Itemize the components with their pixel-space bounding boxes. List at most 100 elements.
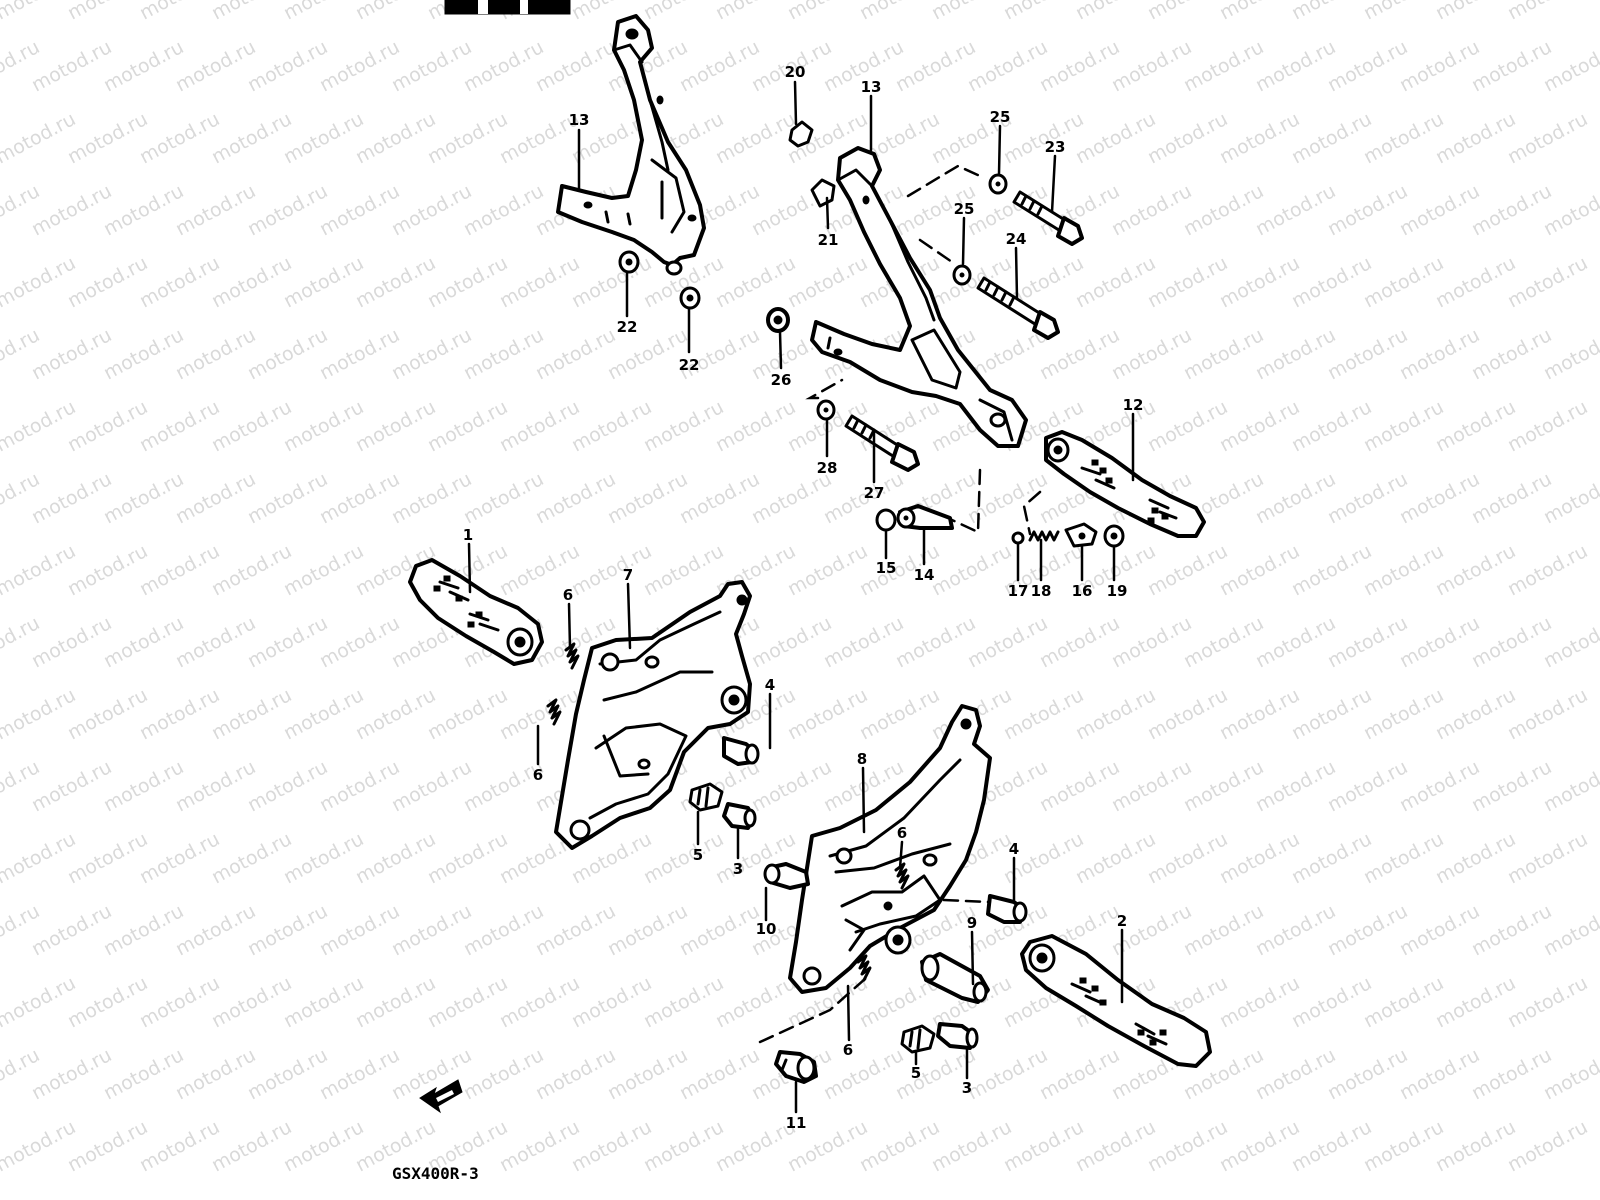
watermark-text: motod.ru	[1468, 1044, 1555, 1104]
watermark-text: motod.ru	[1432, 108, 1519, 168]
watermark-text: motod.ru	[424, 108, 511, 168]
callout-6-c: 6	[897, 824, 907, 842]
watermark-text: motod.ru	[100, 468, 187, 528]
watermark-text: motod.ru	[1216, 252, 1303, 312]
watermark-text: motod.ru	[1432, 828, 1519, 888]
watermark-text: motod.ru	[892, 612, 979, 672]
watermark-text: motod.ru	[136, 108, 223, 168]
watermark-text: motod.ru	[1108, 324, 1195, 384]
watermark-text: motod.ru	[1432, 540, 1519, 600]
watermark-text: motod.ru	[208, 1116, 295, 1176]
watermark-text: motod.ru	[1504, 972, 1591, 1032]
watermark-text: motod.ru	[1252, 36, 1339, 96]
watermark-text: motod.ru	[1360, 972, 1447, 1032]
bolt-4b	[986, 894, 1028, 924]
washer-22a	[618, 250, 640, 274]
callout-2: 2	[1117, 912, 1127, 930]
model-code: GSX400R-3	[392, 1164, 479, 1183]
watermark-text: motod.ru	[424, 252, 511, 312]
watermark-text: motod.ru	[28, 612, 115, 672]
watermark-text: motod.ru	[1216, 972, 1303, 1032]
watermark-text: motod.ru	[748, 468, 835, 528]
watermark-text: motod.ru	[1252, 900, 1339, 960]
nut-26	[766, 307, 790, 333]
watermark-text: motod.ru	[1072, 828, 1159, 888]
callout-20: 20	[785, 63, 806, 81]
watermark-text: motod.ru	[460, 1044, 547, 1104]
front-footrest-2	[1020, 934, 1212, 1068]
watermark-text: motod.ru	[100, 756, 187, 816]
watermark-text: motod.ru	[208, 828, 295, 888]
watermark-text: motod.ru	[1180, 900, 1267, 960]
watermark-text: motod.ru	[1144, 540, 1231, 600]
watermark-text: motod.ru	[712, 972, 799, 1032]
watermark-text: motod.ru	[1468, 36, 1555, 96]
watermark-text: motod.ru	[1360, 1116, 1447, 1176]
watermark-text: motod.ru	[280, 972, 367, 1032]
watermark-text: motod.ru	[208, 684, 295, 744]
watermark-text: motod.ru	[712, 396, 799, 456]
watermark-text: motod.ru	[460, 324, 547, 384]
watermark-text: motod.ru	[352, 108, 439, 168]
watermark-text: motod.ru	[28, 1044, 115, 1104]
callout-6-b: 6	[533, 766, 543, 784]
watermark-text: motod.ru	[172, 180, 259, 240]
watermark-text: motod.ru	[0, 252, 79, 312]
callout-11: 11	[786, 1114, 807, 1132]
watermark-text: motod.ru	[1396, 900, 1483, 960]
watermark-text: motod.ru	[1180, 756, 1267, 816]
watermark-text: motod.ru	[244, 756, 331, 816]
watermark-text: motod.ru	[640, 396, 727, 456]
watermark-text: motod.ru	[244, 468, 331, 528]
watermark-text: motod.ru	[28, 900, 115, 960]
callout-25-b: 25	[954, 200, 975, 218]
watermark-text: motod.ru	[1360, 684, 1447, 744]
watermark-text: motod.ru	[820, 612, 907, 672]
spring-6a	[564, 642, 580, 670]
watermark-text: motod.ru	[280, 540, 367, 600]
watermark-text: motod.ru	[244, 612, 331, 672]
washer-19	[1103, 524, 1125, 548]
watermark-text: motod.ru	[1504, 828, 1591, 888]
watermark-text: motod.ru	[1036, 756, 1123, 816]
watermark-text: motod.ru	[1468, 468, 1555, 528]
watermark-text: motod.ru	[1216, 1116, 1303, 1176]
watermark-text: motod.ru	[1360, 108, 1447, 168]
watermark-text: motod.ru	[280, 252, 367, 312]
callout-3-b: 3	[962, 1079, 972, 1097]
bolt-4a	[722, 736, 760, 766]
watermark-text: motod.ru	[1216, 684, 1303, 744]
watermark-text: motod.ru	[1144, 684, 1231, 744]
watermark-text: motod.ru	[316, 468, 403, 528]
callout-24: 24	[1006, 230, 1027, 248]
watermark-text: motod.ru	[1504, 684, 1591, 744]
watermark-text: motod.ru	[1216, 828, 1303, 888]
watermark-text: motod.ru	[1216, 108, 1303, 168]
watermark-text: motod.ru	[388, 180, 475, 240]
callout-1: 1	[463, 526, 473, 544]
watermark-text: motod.ru	[1216, 396, 1303, 456]
watermark-text: motod.ru	[1324, 36, 1411, 96]
callout-25-a: 25	[990, 108, 1011, 126]
watermark-text: motod.ru	[1072, 108, 1159, 168]
watermark-text: motod.ru	[28, 180, 115, 240]
watermark-text: motod.ru	[1252, 756, 1339, 816]
watermark-text: motod.ru	[28, 756, 115, 816]
watermark-text: motod.ru	[64, 396, 151, 456]
watermark-text: motod.ru	[136, 1116, 223, 1176]
watermark-text: motod.ru	[424, 684, 511, 744]
watermark-text: motod.ru	[388, 900, 475, 960]
nut-5b	[900, 1024, 936, 1054]
watermark-text: motod.ru	[676, 756, 763, 816]
watermark-text: motod.ru	[0, 1116, 79, 1176]
watermark-text: motod.ru	[964, 1044, 1051, 1104]
watermark-text: motod.ru	[1108, 612, 1195, 672]
watermark-text: motod.ru	[964, 612, 1051, 672]
watermark-text: motod.ru	[1108, 756, 1195, 816]
watermark-text: motod.ru	[388, 36, 475, 96]
watermark-text: motod.ru	[1288, 252, 1375, 312]
callout-labels: 13 22 22 20 13 21 25 23 25 24 26 28 27 1…	[463, 63, 1144, 1132]
callout-19: 19	[1107, 582, 1128, 600]
